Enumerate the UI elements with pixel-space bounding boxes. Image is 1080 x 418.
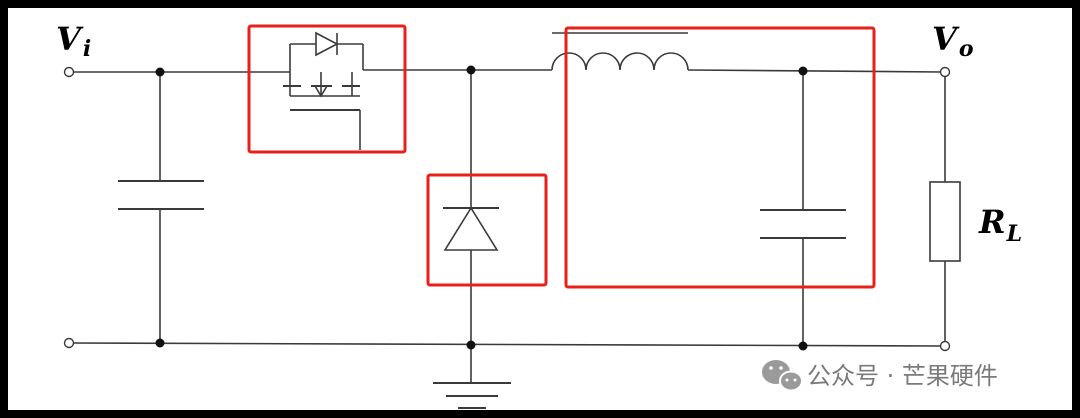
- wire-top-output: [687, 69, 943, 73]
- wechat-icon: [762, 360, 803, 392]
- junction-dot: [798, 66, 808, 76]
- terminal-vo-bottom: [939, 340, 951, 352]
- junction-dot: [466, 65, 476, 75]
- label-vo: Vo: [932, 20, 974, 62]
- junction-dot: [798, 341, 808, 351]
- label-rl: RL: [978, 203, 1022, 247]
- terminal-vo-top: [939, 66, 951, 78]
- mosfet-symbol: [283, 31, 364, 150]
- watermark-text: 公众号 · 芒果硬件: [807, 362, 998, 390]
- highlight-box-diode: [426, 173, 548, 287]
- terminal-vi-top: [63, 66, 75, 78]
- highlight-box-lc-filter: [564, 26, 876, 289]
- inductor-coil: [551, 52, 689, 71]
- wire-bottom: [71, 342, 943, 347]
- terminal-vi-bottom: [63, 337, 75, 349]
- junction-dot: [155, 67, 165, 77]
- diode-triangle: [443, 206, 499, 251]
- highlight-box-switch: [247, 24, 407, 154]
- junction-dot: [466, 340, 476, 350]
- label-vi: Vi: [56, 20, 91, 62]
- load-resistor: [929, 181, 961, 262]
- junction-dot: [155, 338, 165, 348]
